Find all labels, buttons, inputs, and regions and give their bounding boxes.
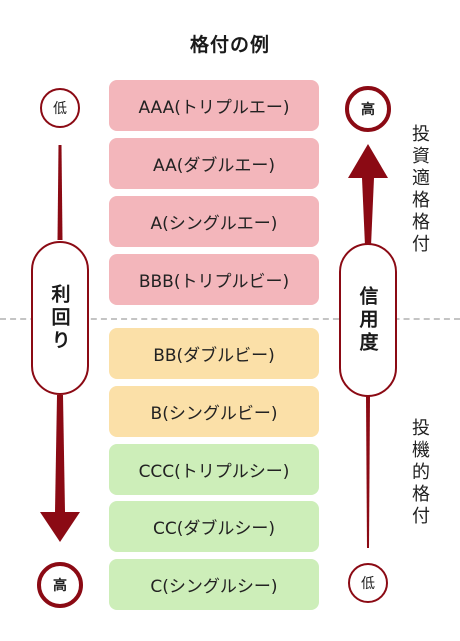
rating-cc: CC(ダブルシー) <box>109 501 319 552</box>
rating-bbb: BBB(トリプルビー) <box>109 254 319 305</box>
yield-label: 利回り <box>48 283 71 353</box>
investment-grade-label: 投資適格格付 <box>409 124 430 256</box>
credit-arrow-line <box>366 396 370 548</box>
yield-low-marker: 低 <box>40 88 80 128</box>
yield-label-pill: 利回り <box>31 241 89 395</box>
rating-aaa: AAA(トリプルエー) <box>109 80 319 131</box>
rating-aa: AA(ダブルエー) <box>109 138 319 189</box>
credit-arrow-shaft <box>362 178 374 246</box>
yield-arrow-line <box>57 145 63 240</box>
rating-a: A(シングルエー) <box>109 196 319 247</box>
diagram-title: 格付の例 <box>189 34 270 56</box>
yield-high-marker: 高 <box>37 562 83 608</box>
yield-arrow-shaft <box>55 395 65 512</box>
rating-bb: BB(ダブルビー) <box>109 328 319 379</box>
credit-arrow-head <box>348 144 388 178</box>
credit-label-pill: 信用度 <box>339 243 397 397</box>
yield-arrow-head <box>40 512 80 542</box>
rating-ccc: CCC(トリプルシー) <box>109 444 319 495</box>
rating-c: C(シングルシー) <box>109 559 319 610</box>
rating-b: B(シングルビー) <box>109 386 319 437</box>
grade-divider <box>0 318 460 320</box>
credit-label: 信用度 <box>356 285 379 355</box>
credit-high-marker: 高 <box>345 86 391 132</box>
speculative-grade-label: 投機的格付 <box>409 418 430 528</box>
credit-low-marker: 低 <box>348 563 388 603</box>
